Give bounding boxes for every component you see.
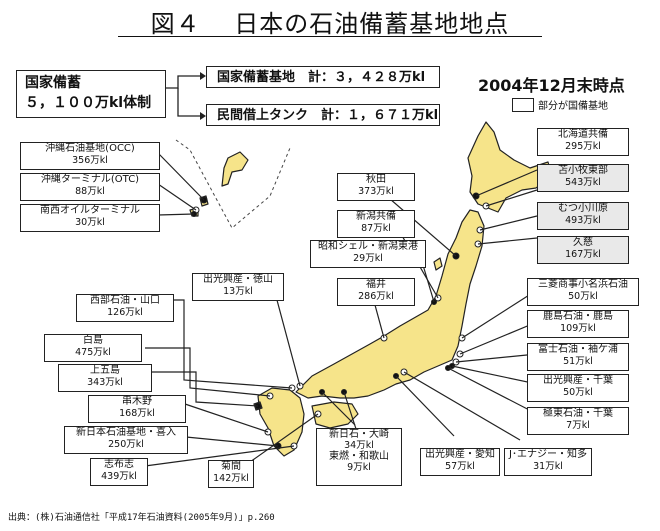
okinawa-islands xyxy=(221,151,249,187)
legend-square xyxy=(512,98,534,112)
honshu-island xyxy=(295,209,485,399)
base-total-box: 国家備蓄基地 計：３，４２８万kl xyxy=(206,66,440,88)
national-reserve-box: 国家備蓄 ５，１００万kl体制 xyxy=(16,70,166,118)
source-note: 出典：(株)石油通信社「平成17年石油資料(2005年9月)」p.260 xyxy=(8,513,275,523)
sado-island xyxy=(433,257,443,271)
national-reserve-capacity: ５，１００万kl体制 xyxy=(25,94,152,111)
national-reserve-label: 国家備蓄 xyxy=(25,75,81,91)
legend-label: 部分が国備基地 xyxy=(538,101,608,112)
date-label: 2004年12月末時点 xyxy=(478,76,625,95)
kyushu-island xyxy=(257,387,305,457)
site-okinawa-otc: 沖縄ターミナル(OTC)88万kl xyxy=(20,173,160,201)
figure-title: 図４ 日本の石油備蓄基地地点 xyxy=(150,10,510,38)
private-total-box: 民間借上タンク 計：１，６７１万kl xyxy=(206,104,440,126)
title-underline xyxy=(118,36,542,37)
site-okinawa-occ: 沖縄石油基地(OCC)356万kl xyxy=(20,142,160,170)
